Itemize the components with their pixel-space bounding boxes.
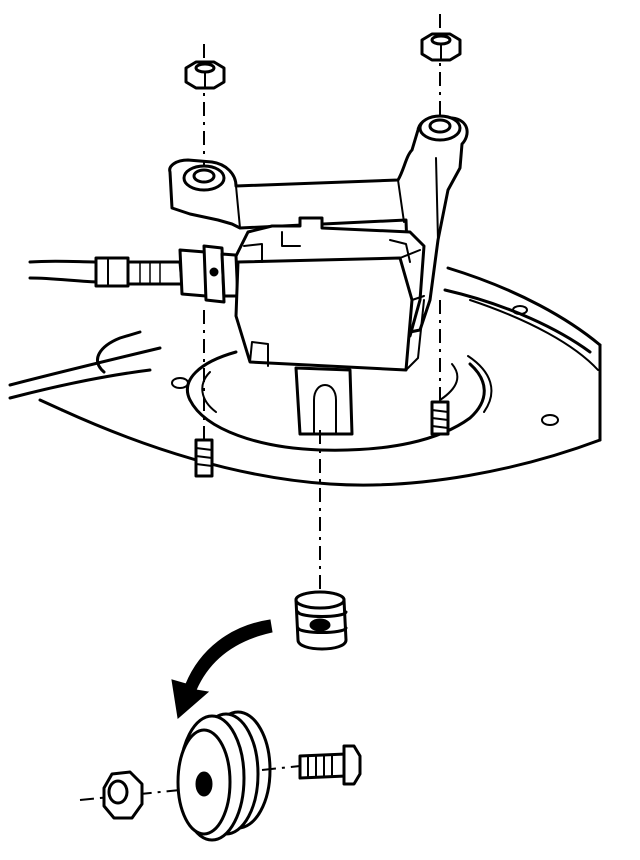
rubber-grommet-installed xyxy=(294,430,348,651)
grommet-bolt xyxy=(298,744,362,786)
stud-left xyxy=(194,310,214,478)
mounting-panel xyxy=(8,266,602,487)
stud-right xyxy=(430,300,450,436)
direction-arrow xyxy=(171,619,273,719)
module-slotted-tab xyxy=(294,366,354,436)
nut-left xyxy=(184,44,226,166)
mounting-bracket xyxy=(168,114,469,334)
grommet-exploded-assembly xyxy=(79,710,362,842)
control-module xyxy=(234,216,426,372)
nut-right xyxy=(420,14,462,116)
grommet-nut xyxy=(102,770,144,820)
cable-harness xyxy=(28,244,252,304)
grommet-body xyxy=(176,710,272,842)
